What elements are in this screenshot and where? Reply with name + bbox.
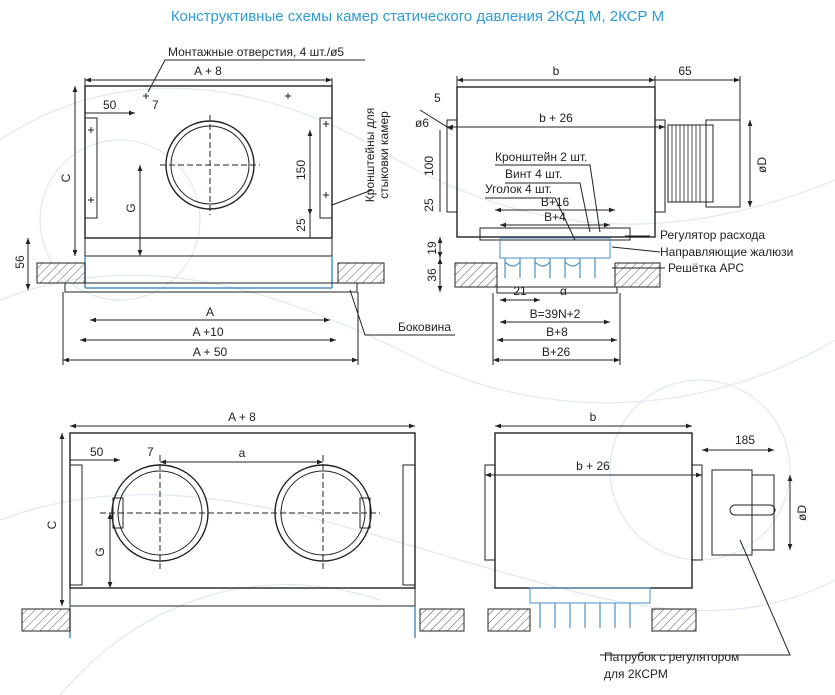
label-bracket2: Кронштейн 2 шт.: [495, 150, 587, 164]
dim-bb16: B+16: [541, 195, 570, 209]
label-guide-louvers: Направляющие жалюзи: [660, 245, 793, 259]
dim-50-bottom: 50: [90, 445, 104, 459]
dim-a: A: [206, 305, 214, 319]
dim-5: 5: [434, 91, 441, 105]
label-corner4: Уголок 4 шт.: [485, 182, 552, 196]
dim-od: øD: [755, 157, 769, 173]
dim-a-small: a: [239, 446, 246, 460]
dim-bb8: B+8: [546, 325, 568, 339]
front-view-single: [25, 59, 455, 365]
label-screw4: Винт 4 шт.: [505, 167, 562, 181]
dim-a50: A + 50: [193, 345, 228, 359]
dim-36: 36: [425, 268, 439, 282]
dim-25: 25: [294, 218, 308, 232]
dim-g: G: [124, 203, 138, 212]
front-view-double: [21, 423, 465, 638]
dim-150: 150: [294, 160, 308, 180]
dim-7: 7: [152, 98, 159, 112]
label-mount-holes: Монтажные отверстия, 4 шт./ø5: [168, 45, 344, 59]
label-flow-reg: Регулятор расхода: [660, 228, 765, 242]
dim-bb4: B+4: [544, 210, 566, 224]
dim-185: 185: [735, 433, 755, 447]
label-brackets-2: стыковки камер: [377, 111, 391, 199]
text-layer: Монтажные отверстия, 4 шт./ø5 A + 8 50 7…: [13, 45, 809, 681]
dim-g-bottom: G: [93, 547, 107, 556]
dim-bb26: B+26: [542, 345, 571, 359]
ceiling-left: [36, 262, 86, 284]
dim-56: 56: [13, 255, 27, 269]
bracket-left: [84, 117, 98, 219]
label-sidewall: Боковина: [398, 320, 451, 334]
dim-19: 19: [425, 241, 439, 255]
dim-c-bottom: C: [45, 520, 59, 529]
dim-7-bottom: 7: [147, 445, 154, 459]
mount-hole-icons: [88, 93, 329, 203]
dim-25-side: 25: [422, 198, 436, 212]
label-nozzle-2: для 2КСРМ: [604, 667, 668, 681]
dim-65: 65: [678, 64, 692, 78]
side-view-regulator: [484, 423, 793, 656]
dim-a10: A +10: [192, 325, 223, 339]
dim-50: 50: [103, 98, 117, 112]
label-nozzle-1: Патрубок с регулятором: [604, 650, 739, 664]
dim-21: 21: [513, 284, 527, 298]
dim-b39: B=39N+2: [530, 307, 581, 321]
dim-b26-bottom: b + 26: [576, 459, 610, 473]
watermark: [0, 87, 835, 695]
ceiling-right: [337, 262, 385, 284]
dim-b-bottom: b: [590, 410, 597, 424]
dim-c: C: [59, 173, 73, 182]
label-brackets-1: Кронштейны для: [363, 108, 377, 202]
dim-od-bottom: øD: [795, 505, 809, 521]
dim-o6: ø6: [415, 116, 429, 130]
dim-100: 100: [422, 156, 436, 176]
side-view-single: [419, 76, 753, 365]
dim-a8-bottom: A + 8: [228, 410, 256, 424]
dim-b: b: [553, 64, 560, 78]
dim-a8: A + 8: [194, 64, 222, 78]
bracket-right: [319, 117, 333, 219]
dim-alpha: α: [560, 284, 567, 298]
page-title: Конструктивные схемы камер статического …: [170, 8, 665, 25]
label-grille: Решётка АРС: [668, 261, 744, 275]
dim-b26: b + 26: [539, 111, 573, 125]
